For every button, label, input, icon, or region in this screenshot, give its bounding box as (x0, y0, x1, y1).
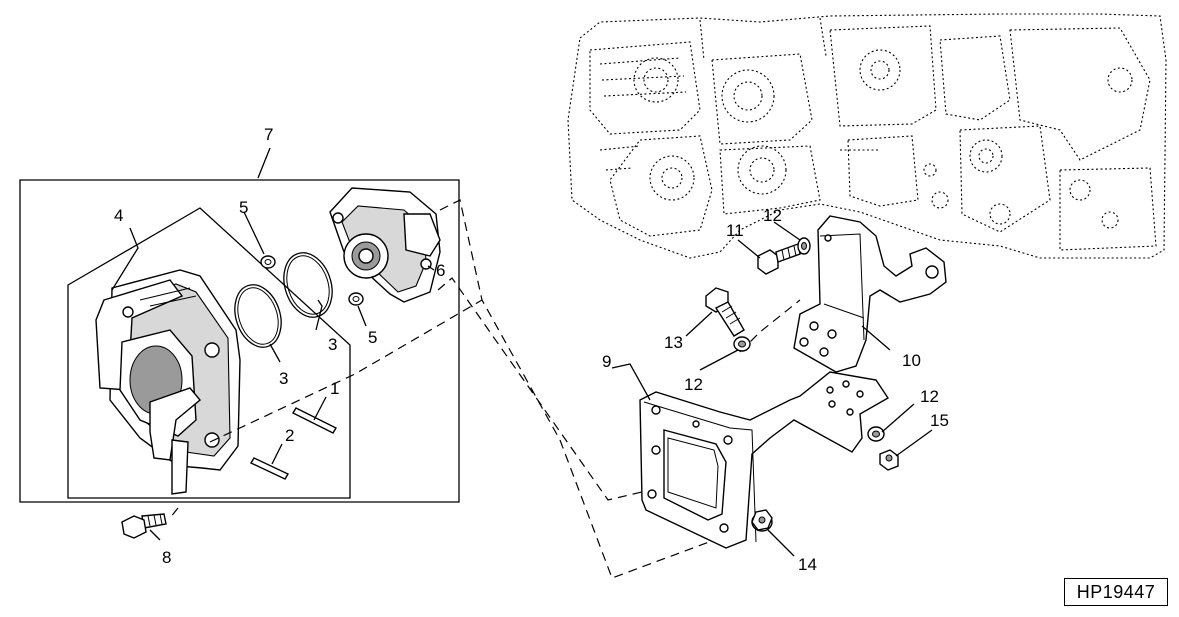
callout-15: 15 (930, 411, 949, 430)
part-3-o-rings (234, 252, 333, 348)
callout-13: 13 (664, 333, 683, 352)
part-9-bracket (639, 371, 889, 549)
callout-14: 14 (798, 555, 817, 574)
figure-reference-id: HP19447 (1064, 578, 1168, 606)
parts-1-2-pins (250, 407, 337, 480)
part-10-bracket (793, 215, 947, 373)
part-14-nut (751, 509, 773, 532)
callout-10: 10 (902, 351, 921, 370)
part-15-nut (879, 449, 899, 471)
callout-3-left: 3 (279, 369, 288, 388)
callout-12-top: 12 (763, 206, 782, 225)
part-8-cap-screw (121, 513, 167, 539)
callout-8: 8 (162, 548, 171, 567)
callout-1: 1 (330, 379, 339, 398)
assembly-lines (169, 199, 801, 579)
part-13-cap-screw (705, 287, 745, 337)
part-5-washers (260, 255, 364, 306)
leader-lines (111, 211, 933, 557)
callout-5-top: 5 (239, 198, 248, 217)
callout-11: 11 (726, 221, 744, 240)
callout-5-bottom: 5 (368, 328, 377, 347)
callout-labels: 1 2 3 3 4 5 5 6 7 8 9 10 11 12 12 12 13 … (114, 125, 949, 574)
callout-6: 6 (436, 261, 445, 280)
kit-box-outline (19, 147, 460, 503)
callout-9: 9 (602, 352, 611, 371)
callout-3-right: 3 (328, 335, 337, 354)
part-12-washers (733, 237, 885, 442)
callout-12-right: 12 (920, 387, 939, 406)
part-11-cap-screw (757, 243, 801, 275)
callout-4: 4 (114, 206, 123, 225)
part-6-flange (329, 187, 441, 303)
callout-7: 7 (264, 125, 273, 144)
part-4-cap-assembly (95, 269, 241, 495)
transmission-housing-outline (567, 13, 1167, 259)
callout-12-middle: 12 (684, 375, 703, 394)
callout-2: 2 (285, 426, 294, 445)
